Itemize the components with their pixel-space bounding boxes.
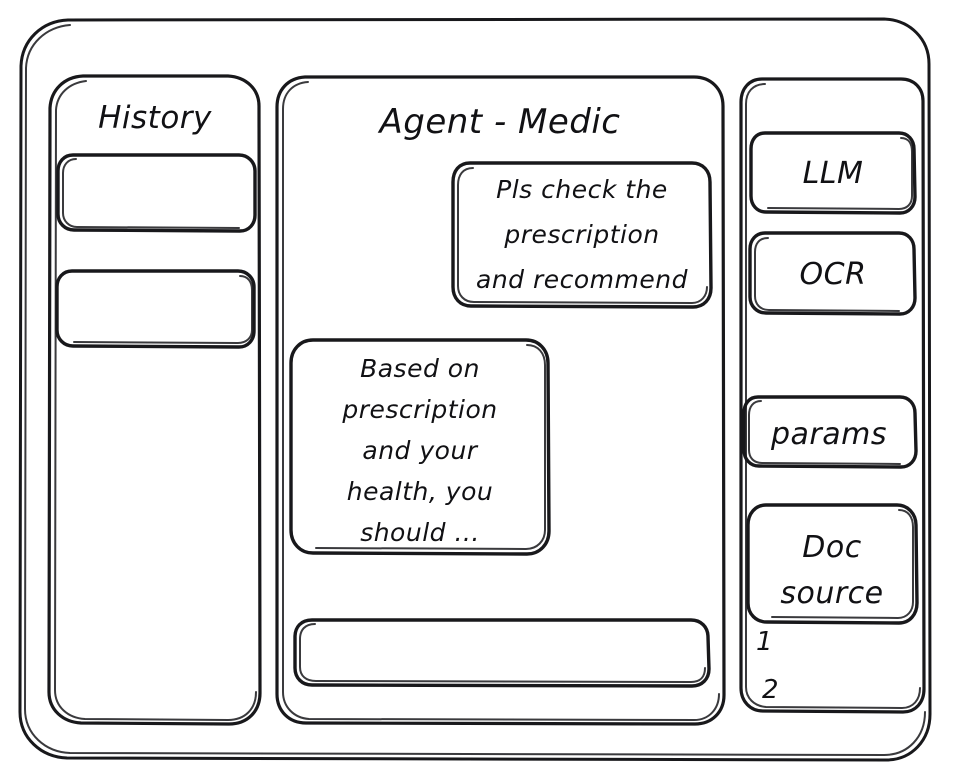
window-frame	[18, 17, 932, 762]
assistant-message-line-4: health, you	[347, 477, 493, 506]
history-item-2[interactable]	[55, 269, 256, 349]
ocr-button-label: OCR	[800, 257, 867, 292]
params-button-label: params	[770, 417, 887, 452]
composer-input[interactable]	[293, 618, 711, 688]
user-message-line-2: prescription	[503, 220, 659, 249]
history-panel	[47, 74, 262, 726]
assistant-message-line-1: Based on	[360, 354, 480, 383]
history-item-1[interactable]	[56, 153, 257, 233]
params-button[interactable]: params	[742, 395, 918, 469]
agent-panel-title: Agent - Medic	[378, 102, 621, 142]
llm-button[interactable]: LLM	[749, 131, 917, 215]
assistant-message-line-3: and your	[362, 436, 478, 465]
user-message-line-1: Pls check the	[496, 175, 668, 204]
doc-source-button[interactable]: Doc source	[746, 503, 919, 625]
tools-panel	[739, 77, 926, 714]
llm-button-label: LLM	[803, 156, 864, 191]
assistant-message-line-5: should ...	[360, 518, 480, 547]
doc-list-item-1[interactable]: 1	[756, 627, 773, 657]
ocr-button[interactable]: OCR	[748, 231, 917, 316]
user-message-line-3: and recommend	[476, 265, 688, 294]
agent-panel	[275, 75, 726, 726]
assistant-message-line-2: prescription	[341, 395, 497, 424]
doc-source-button-label-2: source	[780, 576, 883, 611]
user-message-bubble: Pls check the prescription and recommend	[451, 161, 713, 309]
doc-source-button-label-1: Doc	[802, 530, 861, 565]
assistant-message-bubble: Based on prescription and your health, y…	[289, 338, 551, 556]
doc-list-item-2[interactable]: 2	[762, 675, 779, 705]
history-panel-title: History	[98, 100, 212, 136]
